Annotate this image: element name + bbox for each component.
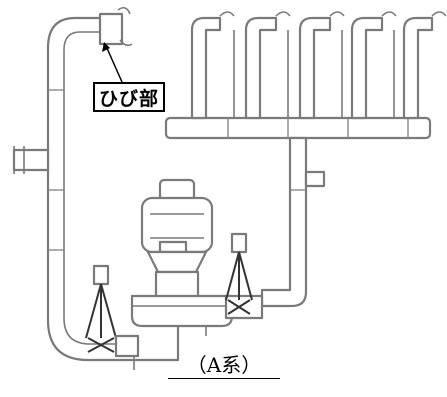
header-loops <box>190 11 447 120</box>
left-valve <box>85 264 140 370</box>
right-downcomer-pipe <box>260 136 326 308</box>
pump-discharge-pipe <box>224 294 264 320</box>
system-caption: （A系） <box>168 352 280 379</box>
crack-location-text: ひび部 <box>98 87 159 110</box>
right-valve <box>205 232 253 336</box>
pump-motor <box>140 178 214 274</box>
header-pipe <box>164 116 432 140</box>
pump-casing <box>130 270 234 328</box>
left-side-nozzle <box>12 146 50 174</box>
crack-pointer-arrow <box>102 42 123 83</box>
crack-location-label: ひび部 <box>93 82 165 112</box>
top-elbow-fitting <box>98 6 133 47</box>
